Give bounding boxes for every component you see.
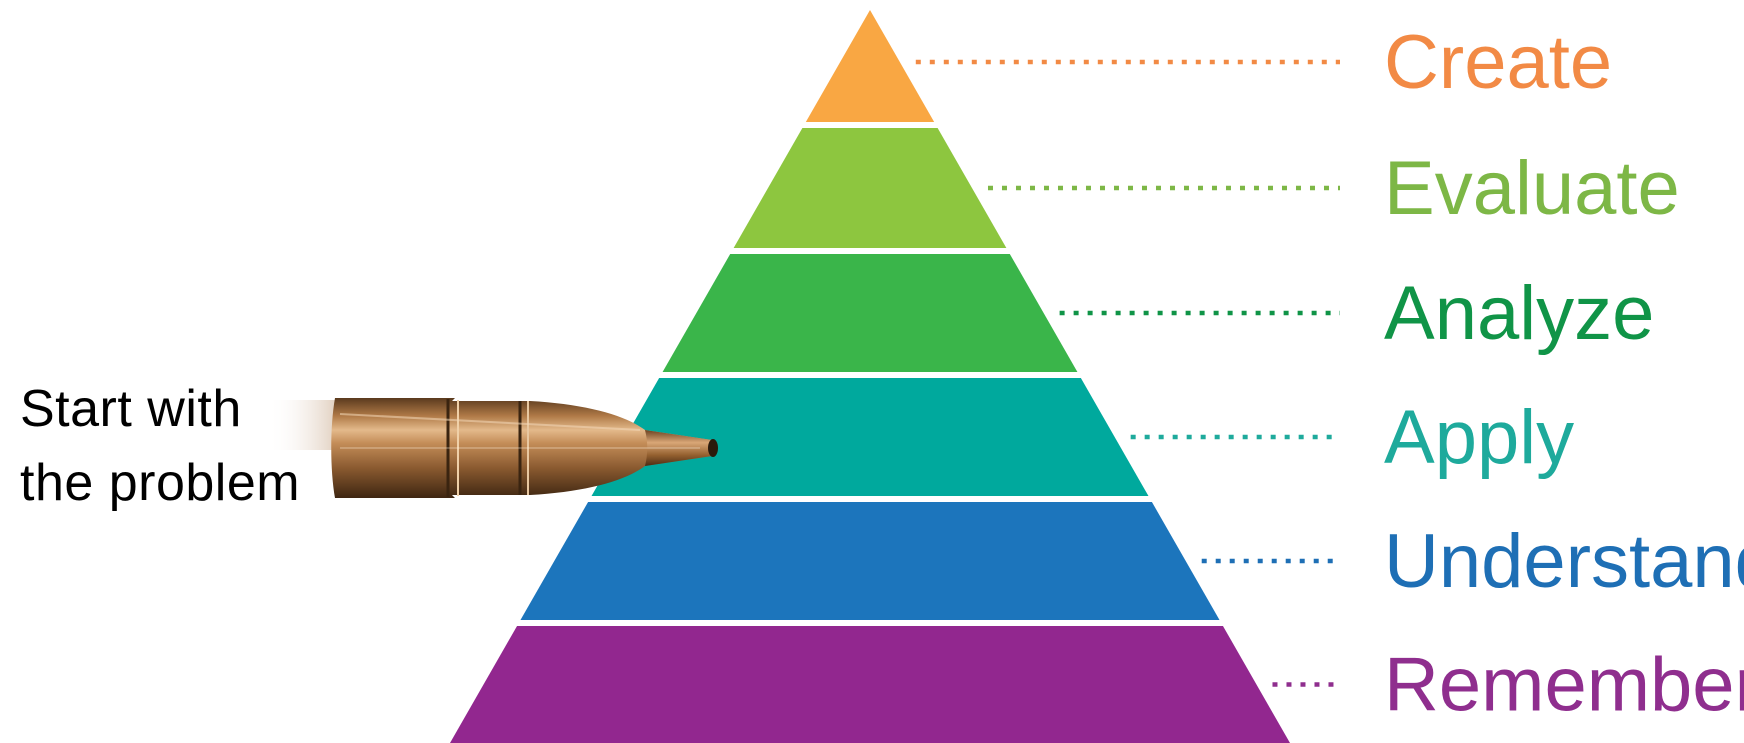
pyramid-tier-create: [805, 10, 935, 122]
pyramid-tier-apply: [591, 378, 1149, 496]
level-label-apply: Apply: [1384, 395, 1574, 480]
pyramid-tier-analyze: [662, 254, 1078, 372]
level-label-evaluate: Evaluate: [1384, 146, 1680, 231]
level-label-understand: Understand: [1384, 519, 1744, 604]
level-label-create: Create: [1384, 20, 1612, 105]
level-label-analyze: Analyze: [1384, 271, 1654, 356]
bullet-icon: [268, 398, 718, 498]
level-label-remember: Remember: [1384, 643, 1744, 728]
pyramid-tier-remember: [450, 626, 1290, 743]
caption-line-2: the problem: [20, 454, 301, 512]
pyramid-tier-understand: [520, 502, 1220, 620]
pyramid-tier-evaluate: [733, 128, 1007, 248]
caption-line-1: Start with: [20, 380, 242, 438]
pointer-caption: Start with the problem: [20, 372, 300, 520]
